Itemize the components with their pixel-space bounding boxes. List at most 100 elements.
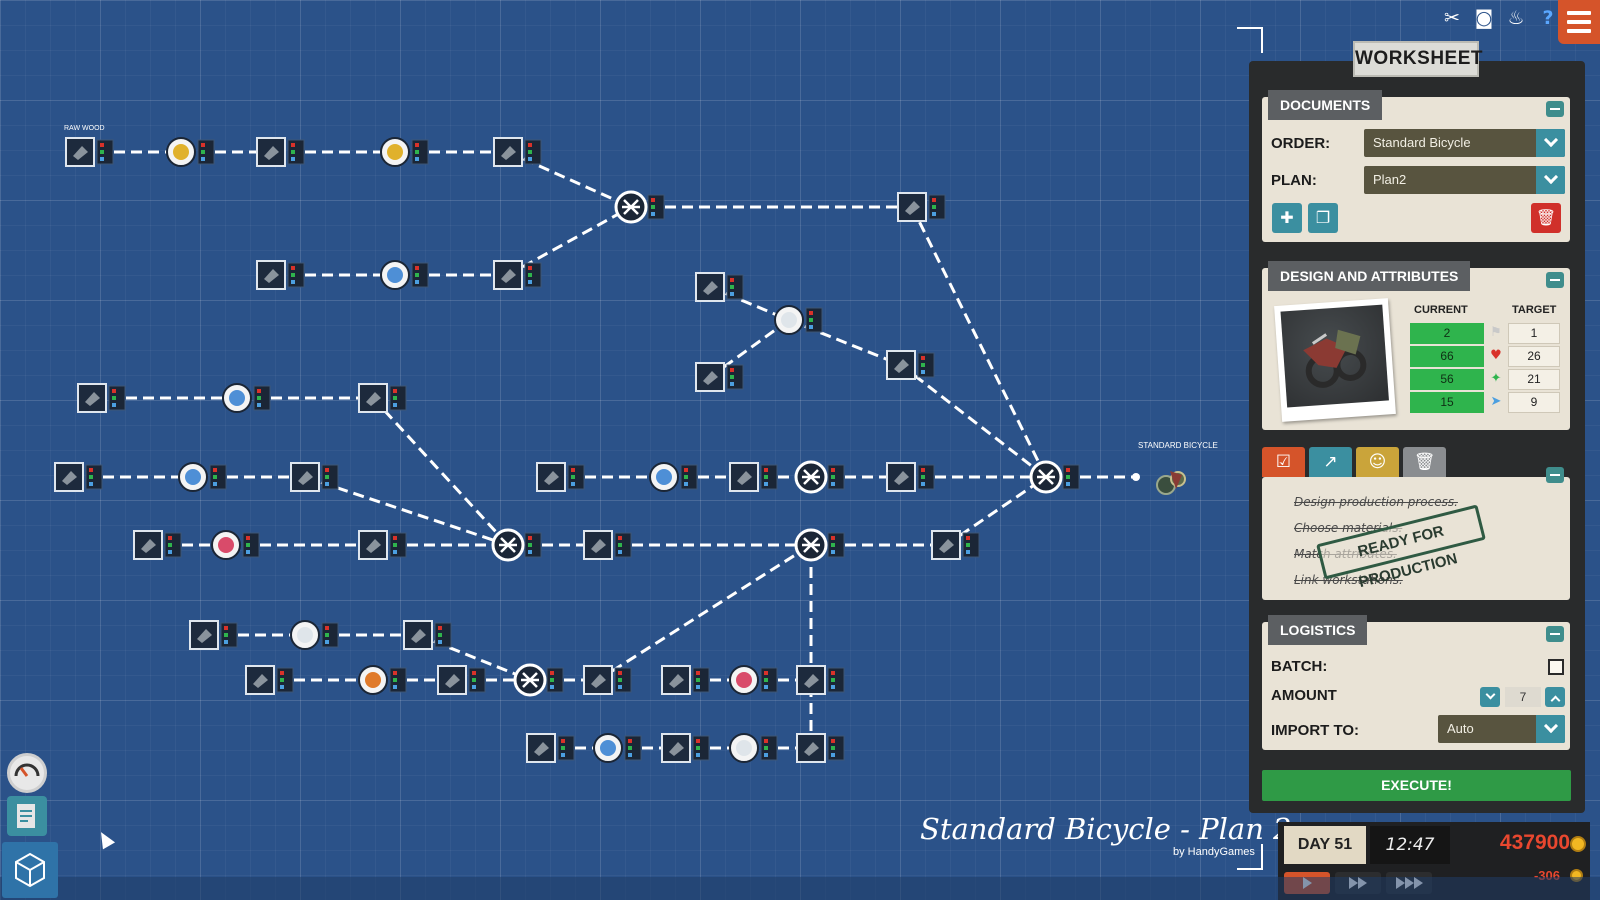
import-to-select[interactable]: Auto — [1438, 715, 1565, 743]
stat-dot — [528, 266, 532, 270]
trash-icon: 🗑 — [1413, 452, 1436, 472]
stat-dot — [764, 468, 768, 472]
material-node[interactable] — [358, 383, 407, 413]
camera-icon[interactable]: ◙ — [1474, 7, 1494, 29]
output-node[interactable] — [1132, 473, 1140, 481]
material-node[interactable] — [54, 462, 103, 492]
workstation-node[interactable] — [358, 665, 407, 695]
material-node[interactable] — [77, 383, 126, 413]
amount-decrease-button[interactable] — [1480, 687, 1500, 707]
material-node[interactable] — [695, 272, 744, 302]
node-stats-badge — [760, 667, 778, 693]
attribute-target-value: 21 — [1508, 369, 1560, 390]
workstation-node[interactable] — [380, 260, 429, 290]
main-menu-button[interactable] — [1558, 0, 1600, 44]
delete-plan-button[interactable]: 🗑 — [1531, 203, 1561, 233]
workstation-node[interactable] — [211, 530, 260, 560]
new-plan-button[interactable]: ✚ — [1272, 203, 1302, 233]
material-node[interactable] — [493, 260, 542, 290]
copy-icon: ❐ — [1315, 208, 1331, 227]
stat-dot — [550, 671, 554, 675]
copy-plan-button[interactable]: ❐ — [1308, 203, 1338, 233]
material-node[interactable] — [65, 137, 114, 167]
order-select[interactable]: Standard Bicycle — [1364, 129, 1565, 157]
tab-checklist[interactable]: ☑ — [1262, 447, 1305, 477]
material-node[interactable] — [729, 462, 778, 492]
collapse-tasks-button[interactable] — [1546, 467, 1564, 483]
assembly-hub-node[interactable] — [1029, 460, 1080, 494]
batch-checkbox[interactable] — [1548, 659, 1564, 675]
blueprint-cube-button[interactable] — [2, 842, 58, 898]
plan-select[interactable]: Plan2 — [1364, 166, 1565, 194]
stat-dot — [100, 150, 104, 154]
workstation-node[interactable] — [774, 305, 823, 335]
assembly-hub-node[interactable] — [491, 528, 542, 562]
tab-clear[interactable]: 🗑 — [1403, 447, 1446, 477]
assembly-hub-node[interactable] — [794, 528, 845, 562]
tab-statistics[interactable]: ↗ — [1309, 447, 1352, 477]
material-node[interactable] — [526, 733, 575, 763]
material-node[interactable] — [403, 620, 452, 650]
material-node[interactable] — [290, 462, 339, 492]
workstation-node[interactable] — [593, 733, 642, 763]
material-node[interactable] — [189, 620, 238, 650]
node-stats-badge — [567, 464, 585, 490]
assembly-hub-node[interactable] — [513, 663, 564, 697]
node-stats-badge — [1062, 464, 1080, 490]
collapse-design-button[interactable] — [1546, 272, 1564, 288]
frame-corner-top — [1237, 27, 1263, 53]
material-node[interactable] — [661, 665, 710, 695]
speedometer-button[interactable] — [7, 753, 47, 793]
new-plan-icon: ✚ — [1280, 208, 1294, 227]
stat-dot — [561, 746, 565, 750]
workstation-node[interactable] — [729, 665, 778, 695]
stat-dot — [831, 536, 835, 540]
amount-value[interactable]: 7 — [1505, 687, 1541, 707]
assembly-hub-node[interactable] — [794, 460, 845, 494]
bicycle-product-icon[interactable] — [1156, 471, 1186, 495]
piggy-bank-icon[interactable]: ♨ — [1507, 7, 1525, 29]
stat-dot — [100, 157, 104, 161]
worker-icon: ☺ — [1368, 452, 1387, 472]
workstation-node[interactable] — [222, 383, 271, 413]
amount-increase-button[interactable] — [1545, 687, 1565, 707]
chevron-down-icon — [1485, 689, 1495, 699]
help-icon[interactable]: ? — [1542, 7, 1554, 29]
material-node[interactable] — [886, 350, 935, 380]
workstation-node[interactable] — [290, 620, 339, 650]
material-node[interactable] — [897, 192, 946, 222]
stat-dot — [1066, 475, 1070, 479]
material-node[interactable] — [796, 665, 845, 695]
material-node[interactable] — [796, 733, 845, 763]
workstation-node[interactable] — [166, 137, 215, 167]
stat-dot — [571, 482, 575, 486]
material-node[interactable] — [583, 530, 632, 560]
material-node[interactable] — [695, 362, 744, 392]
material-node[interactable] — [358, 530, 407, 560]
stat-dot — [966, 536, 970, 540]
collapse-logistics-button[interactable] — [1546, 626, 1564, 642]
tools-icon[interactable]: ✂ — [1444, 7, 1460, 29]
design-heading: DESIGN AND ATTRIBUTES — [1268, 261, 1471, 291]
collapse-documents-button[interactable] — [1546, 101, 1564, 117]
tab-workers[interactable]: ☺ — [1356, 447, 1399, 477]
execute-button[interactable]: EXECUTE! — [1262, 770, 1571, 801]
material-node[interactable] — [661, 733, 710, 763]
material-node[interactable] — [493, 137, 542, 167]
coin-icon — [1570, 836, 1586, 852]
material-node[interactable] — [437, 665, 486, 695]
material-node[interactable] — [886, 462, 935, 492]
material-node[interactable] — [245, 665, 294, 695]
material-node[interactable] — [256, 260, 305, 290]
material-node[interactable] — [256, 137, 305, 167]
material-node[interactable] — [931, 530, 980, 560]
material-node[interactable] — [583, 665, 632, 695]
notes-button[interactable] — [7, 796, 47, 836]
material-node[interactable] — [536, 462, 585, 492]
material-node[interactable] — [133, 530, 182, 560]
assembly-hub-node[interactable] — [614, 190, 665, 224]
workstation-node[interactable] — [380, 137, 429, 167]
workstation-node[interactable] — [729, 733, 778, 763]
workstation-node[interactable] — [178, 462, 227, 492]
workstation-node[interactable] — [649, 462, 698, 492]
